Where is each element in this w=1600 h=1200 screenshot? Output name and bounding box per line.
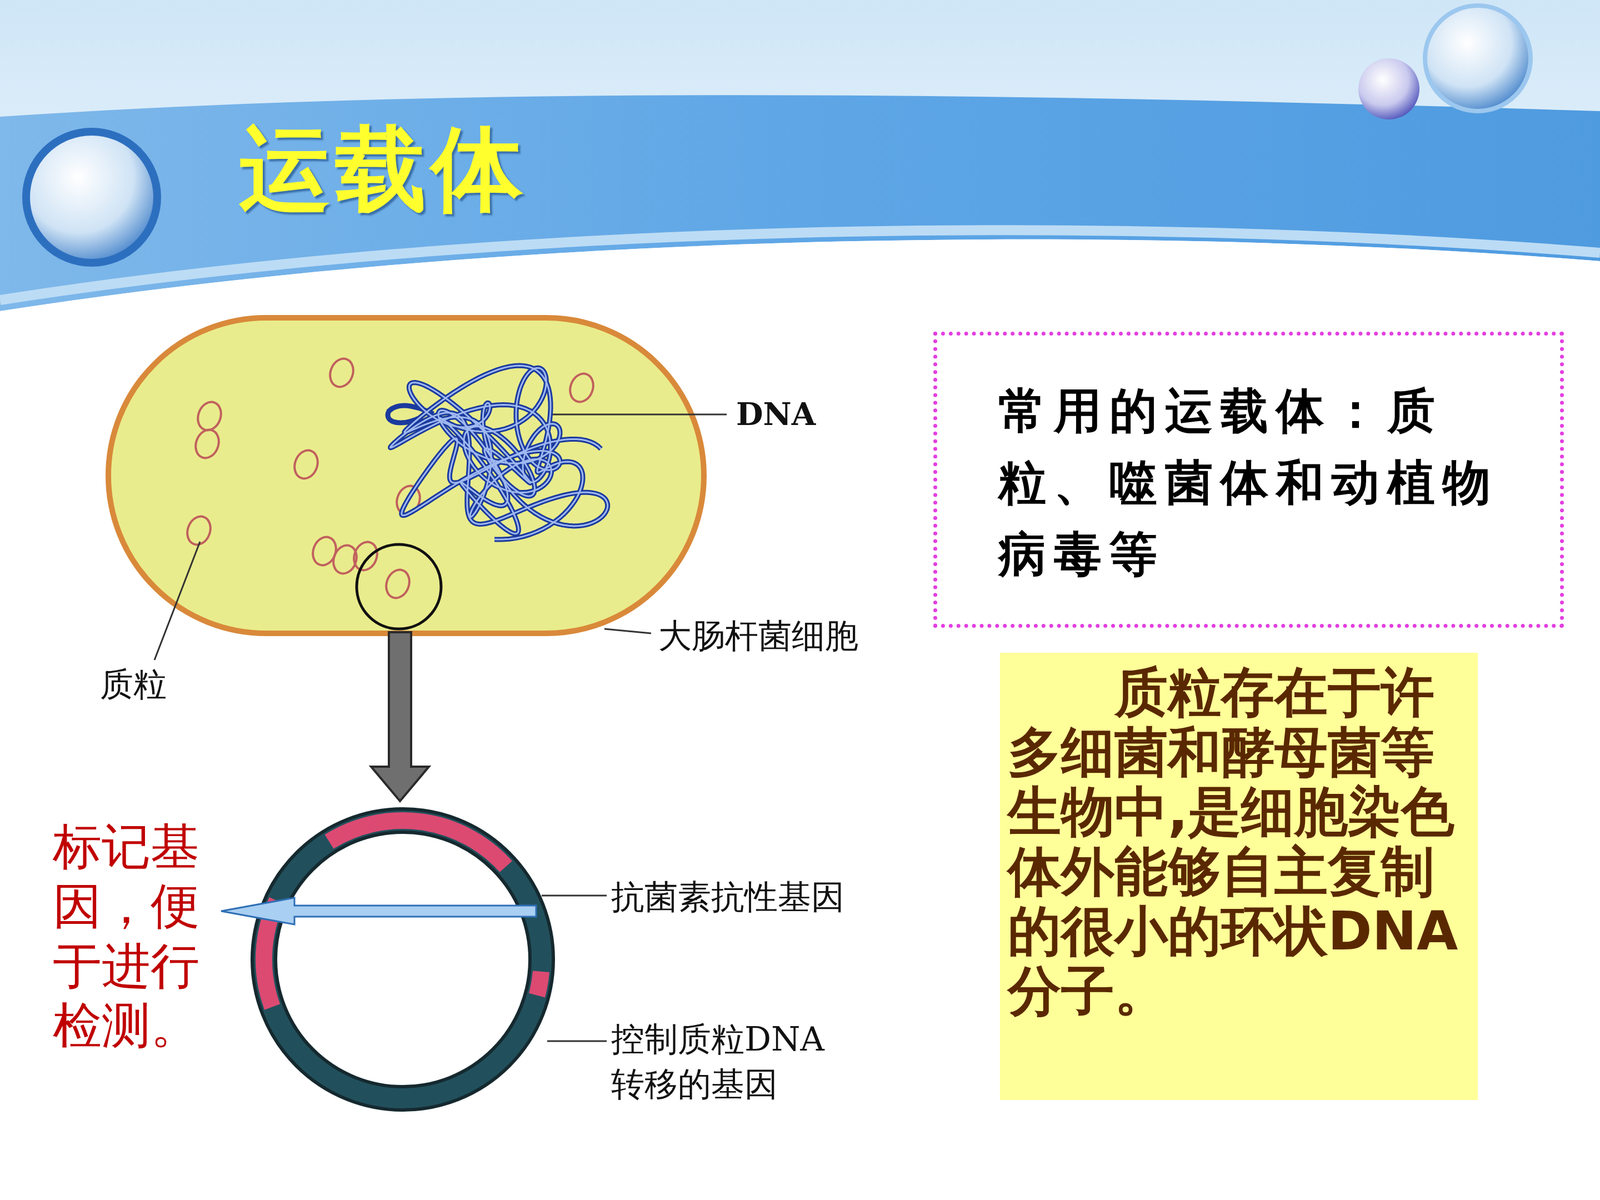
gene-segment xyxy=(537,971,542,996)
plasmid xyxy=(290,447,322,483)
plasmid-label: 质粒 xyxy=(100,662,167,708)
plasmid xyxy=(350,538,381,574)
plasmid xyxy=(566,370,597,406)
plasmid xyxy=(193,398,225,434)
plasmid xyxy=(308,533,340,569)
title: 运载体 xyxy=(238,108,528,233)
note-box: 常用的运载体：质粒、噬菌体和动植物病毒等 xyxy=(933,331,1564,628)
gene-label: 控制质粒DNA 转移的基因 xyxy=(611,1016,845,1107)
dna-label: DNA xyxy=(736,395,816,433)
plasmid xyxy=(191,426,223,462)
note-text: 标记基因，便于进行检测。 xyxy=(52,816,220,1055)
definition-box: 质粒存在于许多细菌和酵母菌等生物中,是细胞染色体外能够自主复制的很小的环状DNA… xyxy=(1000,652,1478,1100)
gene-segment xyxy=(329,820,507,867)
plasmid xyxy=(326,355,357,391)
plasmid xyxy=(329,542,360,578)
box-text: 常用的运载体：质粒、噬菌体和动植物病毒等 xyxy=(998,374,1527,590)
gene-label: 抗菌素抗性基因 xyxy=(611,875,845,920)
cell-label: 大肠杆菌细胞 xyxy=(658,613,859,659)
box-text: 质粒存在于许多细菌和酵母菌等生物中,是细胞染色体外能够自主复制的很小的环状DNA… xyxy=(1007,662,1470,1022)
plasmid xyxy=(382,566,413,602)
